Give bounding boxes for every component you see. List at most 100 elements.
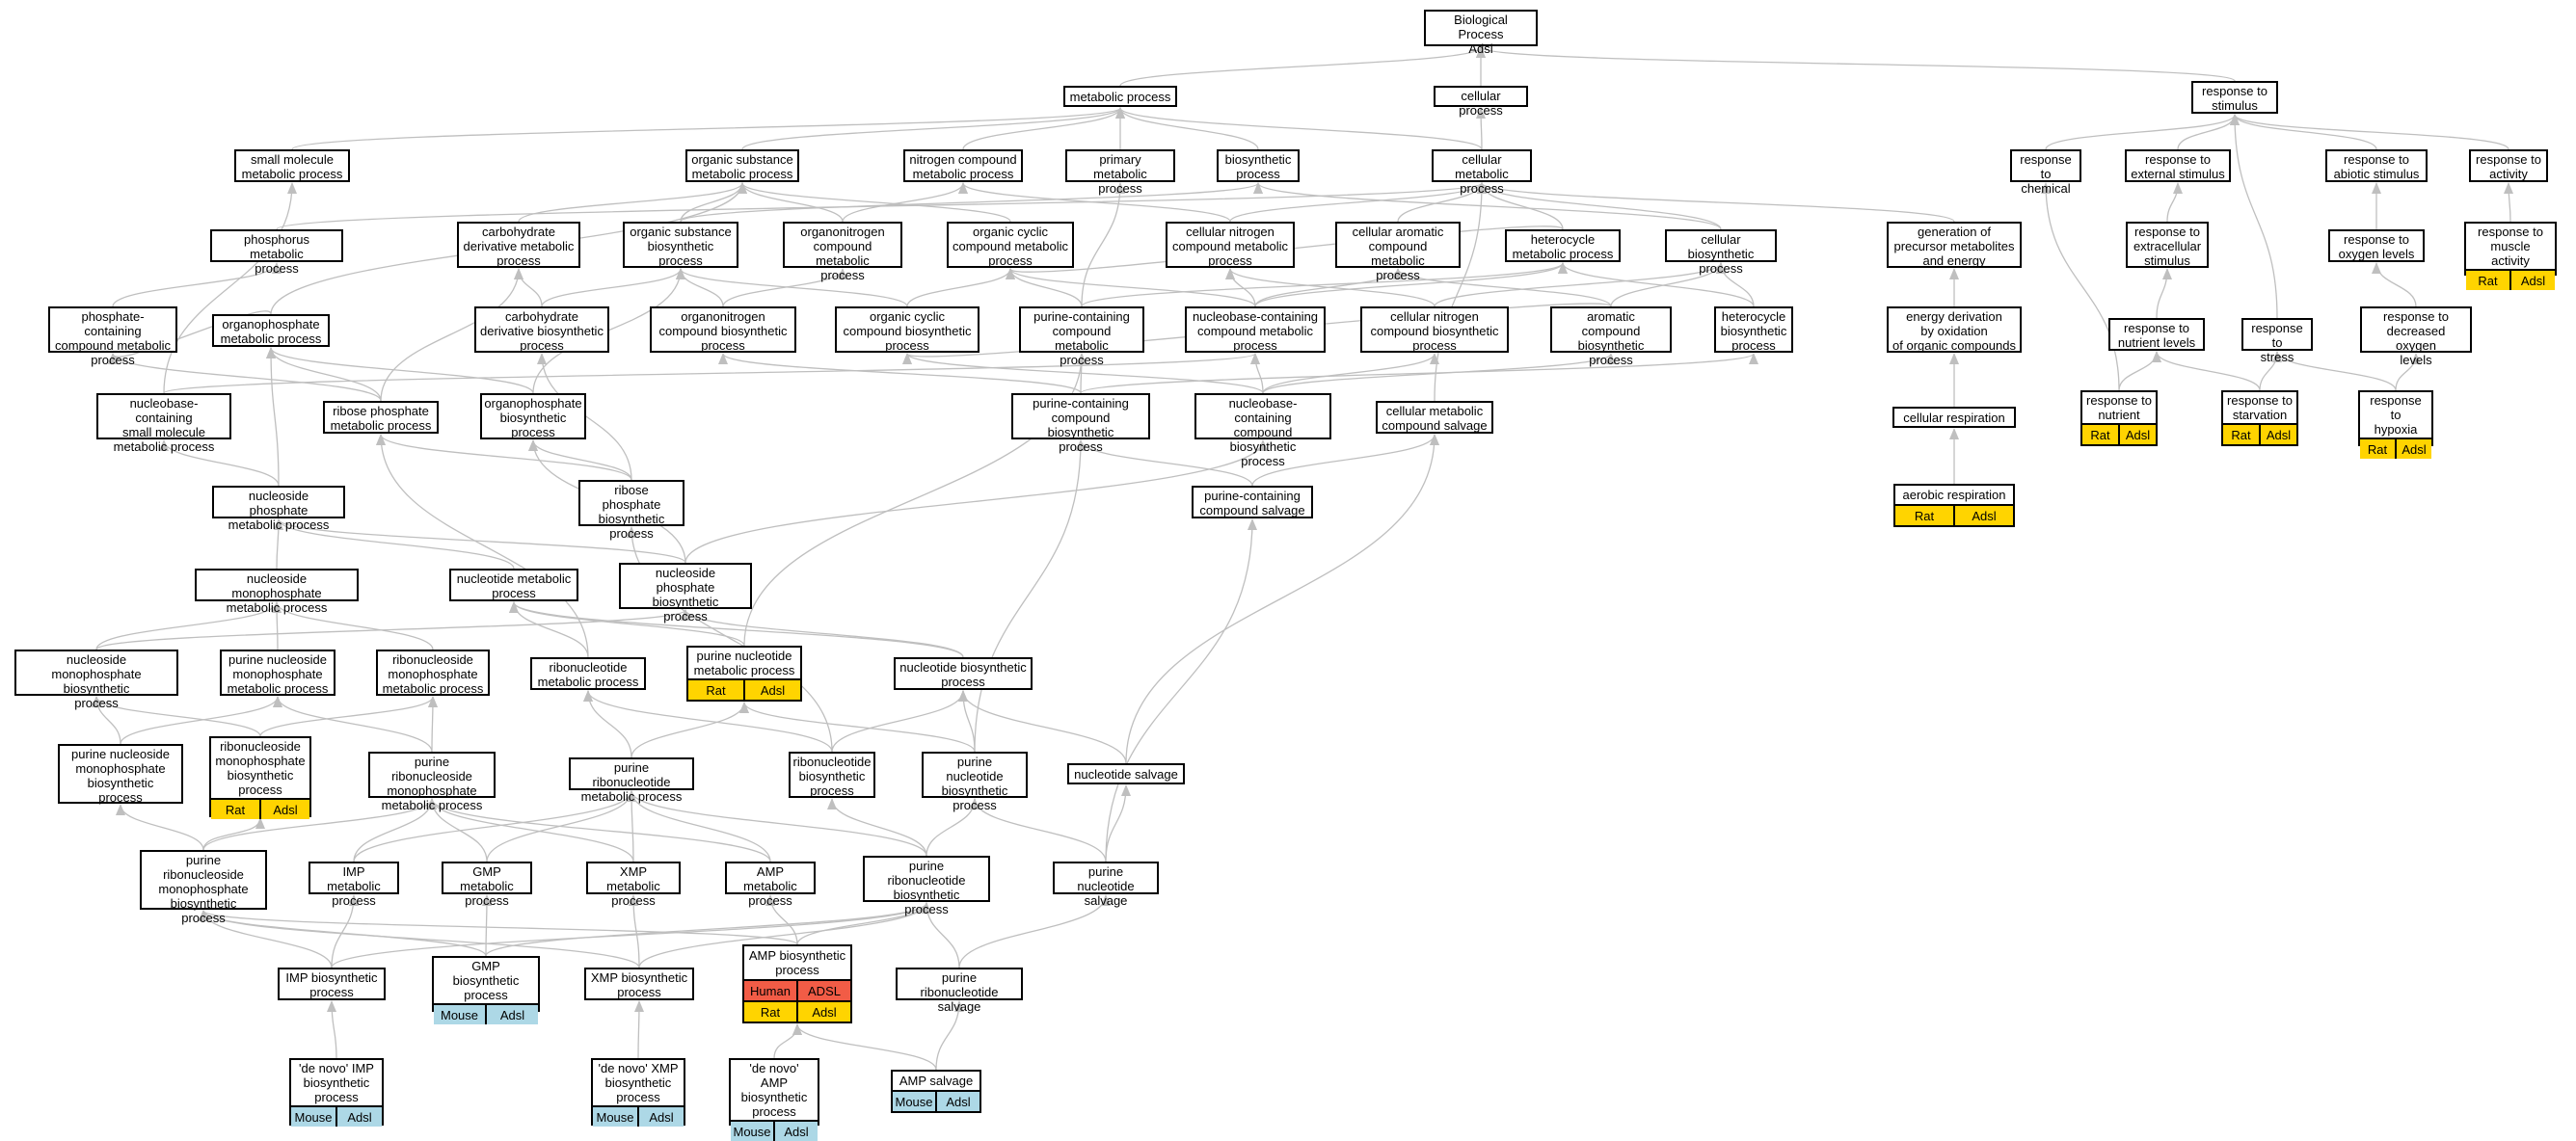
go-term-node-resp-nutr-lv[interactable]: response to nutrient levels — [2108, 318, 2205, 351]
go-term-node-cell-resp[interactable]: cellular respiration — [1892, 407, 2016, 428]
is-a-edge — [627, 790, 771, 862]
go-term-node-organophos[interactable]: organophosphate metabolic process — [212, 314, 330, 347]
go-term-node-nucleotide-met[interactable]: nucleotide metabolic process — [449, 569, 578, 601]
go-term-node-resp-stress[interactable]: response to stress — [2241, 318, 2313, 364]
go-term-node-pur-nucleotide-bio[interactable]: purine nucleotide biosynthetic process — [922, 752, 1028, 812]
go-term-node-pur-ribonucleotide-salv[interactable]: purine ribonucleotide salvage — [896, 968, 1023, 1014]
go-term-node-cellular-process[interactable]: cellular process — [1434, 86, 1528, 118]
go-term-node-resp-oxy[interactable]: response to oxygen levels — [2328, 229, 2425, 262]
go-term-node-pur-ribonucleotide-met[interactable]: purine ribonucleotide metabolic process — [569, 757, 694, 804]
go-term-node-phos-cont[interactable]: phosphate-containing compound metabolic … — [48, 306, 177, 367]
go-term-node-nucbase-bio[interactable]: nucleobase-containing compound biosynthe… — [1194, 393, 1331, 468]
go-term-node-nucbase-cont[interactable]: nucleobase-containing compound metabolic… — [1185, 306, 1326, 353]
go-term-node-cell-met[interactable]: cellular metabolic process — [1432, 149, 1532, 196]
go-term-node-nucside-phos-bio[interactable]: nucleoside phosphate biosynthetic proces… — [619, 563, 752, 624]
go-term-node-pur-nucside-mono[interactable]: purine nucleoside monophosphate metaboli… — [220, 650, 335, 696]
go-term-node-ribonucside-mono[interactable]: ribonucleoside monophosphate metabolic p… — [376, 650, 490, 696]
is-a-edge — [518, 182, 747, 223]
go-term-node-purine-cont-bio[interactable]: purine-containing compound biosynthetic … — [1011, 393, 1150, 454]
go-term-node-carb-der-bio[interactable]: carbohydrate derivative biosynthetic pro… — [474, 306, 609, 353]
go-term-node-nitro[interactable]: nitrogen compound metabolic process — [903, 149, 1023, 182]
go-term-node-bp[interactable]: Biological Process Adsl — [1424, 10, 1538, 56]
go-term-node-orgnitro[interactable]: organonitrogen compound metabolic proces… — [783, 222, 902, 282]
go-term-node-purine-salv[interactable]: purine-containing compound salvage — [1192, 486, 1313, 518]
go-term-node-ribonucside-mono-bio[interactable]: ribonucleoside monophosphate biosyntheti… — [209, 736, 311, 819]
organism-cell: Rat — [2082, 425, 2118, 444]
go-term-node-pur-ribonucside-mono-bio[interactable]: purine ribonucleoside monophosphate bios… — [140, 850, 267, 925]
go-term-node-resp-act[interactable]: response to activity — [2469, 149, 2548, 182]
go-term-node-amp-met[interactable]: AMP metabolic process — [725, 862, 816, 908]
go-term-node-gen-prec[interactable]: generation of precursor metabolites and … — [1887, 222, 2022, 268]
go-term-node-cell-nitro-bio[interactable]: cellular nitrogen compound biosynthetic … — [1360, 306, 1509, 353]
go-term-node-ribonucleotide-met[interactable]: ribonucleotide metabolic process — [530, 657, 646, 690]
go-term-node-imp-bio[interactable]: IMP biosynthetic process — [278, 968, 386, 1000]
go-term-label: nucleotide salvage — [1074, 766, 1178, 782]
go-term-node-xmp-met[interactable]: XMP metabolic process — [586, 862, 681, 908]
go-term-node-xmp-bio[interactable]: XMP biosynthetic process — [584, 968, 694, 1000]
go-term-node-cell-bio[interactable]: cellular biosynthetic process — [1665, 229, 1777, 276]
go-term-node-org-sub[interactable]: organic substance metabolic process — [685, 149, 799, 182]
gene-cell: Adsl — [2118, 425, 2156, 444]
go-term-node-resp-abiotic[interactable]: response to abiotic stimulus — [2325, 149, 2428, 182]
go-term-node-resp-dec-oxy[interactable]: response to decreased oxygen levels — [2360, 306, 2472, 367]
go-term-node-primary[interactable]: primary metabolic process — [1065, 149, 1175, 196]
is-a-edge — [291, 107, 1125, 150]
go-term-node-ribonucleotide-bio[interactable]: ribonucleotide biosynthetic process — [789, 752, 875, 798]
gene-cell: Adsl — [259, 800, 309, 819]
go-term-node-org-cyc-bio[interactable]: organic cyclic compound biosynthetic pro… — [835, 306, 979, 353]
go-term-node-ribose-met[interactable]: ribose phosphate metabolic process — [323, 401, 439, 434]
go-term-node-metabolic[interactable]: metabolic process — [1063, 86, 1177, 107]
go-term-node-gmp-met[interactable]: GMP metabolic process — [442, 862, 532, 908]
go-term-label: small molecule metabolic process — [241, 152, 343, 181]
go-term-node-nucbase-small[interactable]: nucleobase-containing small molecule met… — [96, 393, 231, 454]
is-a-edge — [327, 1000, 337, 1059]
go-term-node-nucside-phos[interactable]: nucleoside phosphate metabolic process — [212, 486, 345, 532]
go-term-node-pur-nucside-mono-bio[interactable]: purine nucleoside monophosphate biosynth… — [58, 744, 183, 805]
go-term-node-nucleotide-salv[interactable]: nucleotide salvage — [1067, 763, 1185, 784]
go-term-node-pur-ribonucside-mono[interactable]: purine ribonucleoside monophosphate meta… — [368, 752, 496, 812]
go-term-node-nucleotide-bio[interactable]: nucleotide biosynthetic process — [894, 657, 1033, 690]
go-term-node-energy-der[interactable]: energy derivation by oxidation of organi… — [1887, 306, 2022, 353]
go-term-node-cell-arom[interactable]: cellular aromatic compound metabolic pro… — [1335, 222, 1461, 282]
go-term-node-resp-stim[interactable]: response to stimulus — [2191, 81, 2278, 114]
go-term-node-resp-chem[interactable]: response to chemical — [2010, 149, 2081, 196]
go-term-node-purine-cont[interactable]: purine-containing compound metabolic pro… — [1019, 306, 1144, 367]
go-term-node-nucside-mono-bio[interactable]: nucleoside monophosphate biosynthetic pr… — [14, 650, 178, 710]
go-term-node-resp-extra[interactable]: response to extracellular stimulus — [2126, 222, 2209, 268]
go-term-node-organophos-bio[interactable]: organophosphate biosynthetic process — [480, 393, 586, 439]
is-a-edge — [2230, 114, 2377, 150]
go-term-node-arom-bio[interactable]: aromatic compound biosynthetic process — [1550, 306, 1672, 367]
go-term-node-cell-met-salv[interactable]: cellular metabolic compound salvage — [1376, 401, 1493, 434]
go-term-node-cell-nitro[interactable]: cellular nitrogen compound metabolic pro… — [1166, 222, 1295, 268]
go-term-node-pur-nucleotide-salv[interactable]: purine nucleotide salvage — [1053, 862, 1159, 908]
go-term-node-ribose-bio[interactable]: ribose phosphate biosynthetic process — [578, 480, 684, 541]
go-term-node-org-cyc[interactable]: organic cyclic compound metabolic proces… — [947, 222, 1074, 268]
go-term-node-phos-met[interactable]: phosphorus metabolic process — [210, 229, 343, 276]
go-term-node-carb-der[interactable]: carbohydrate derivative metabolic proces… — [457, 222, 580, 268]
go-term-node-resp-ext[interactable]: response to external stimulus — [2125, 149, 2231, 182]
go-term-node-orgnitro-bio[interactable]: organonitrogen compound biosynthetic pro… — [650, 306, 796, 353]
go-term-node-pur-ribonucleotide-bio[interactable]: purine ribonucleotide biosynthetic proce… — [863, 856, 990, 916]
go-term-node-biosynth[interactable]: biosynthetic process — [1217, 149, 1300, 182]
go-term-node-org-sub-bio[interactable]: organic substance biosynthetic process — [623, 222, 738, 268]
go-term-node-nucside-mono[interactable]: nucleoside monophosphate metabolic proce… — [195, 569, 359, 615]
go-term-node-small-mol[interactable]: small molecule metabolic process — [234, 149, 350, 182]
go-term-node-imp-met[interactable]: IMP metabolic process — [309, 862, 399, 908]
go-term-node-hetero-met[interactable]: heterocycle metabolic process — [1505, 229, 1621, 262]
go-term-node-hetero-bio[interactable]: heterocycle biosynthetic process — [1714, 306, 1793, 353]
is-a-edge — [958, 894, 1111, 969]
